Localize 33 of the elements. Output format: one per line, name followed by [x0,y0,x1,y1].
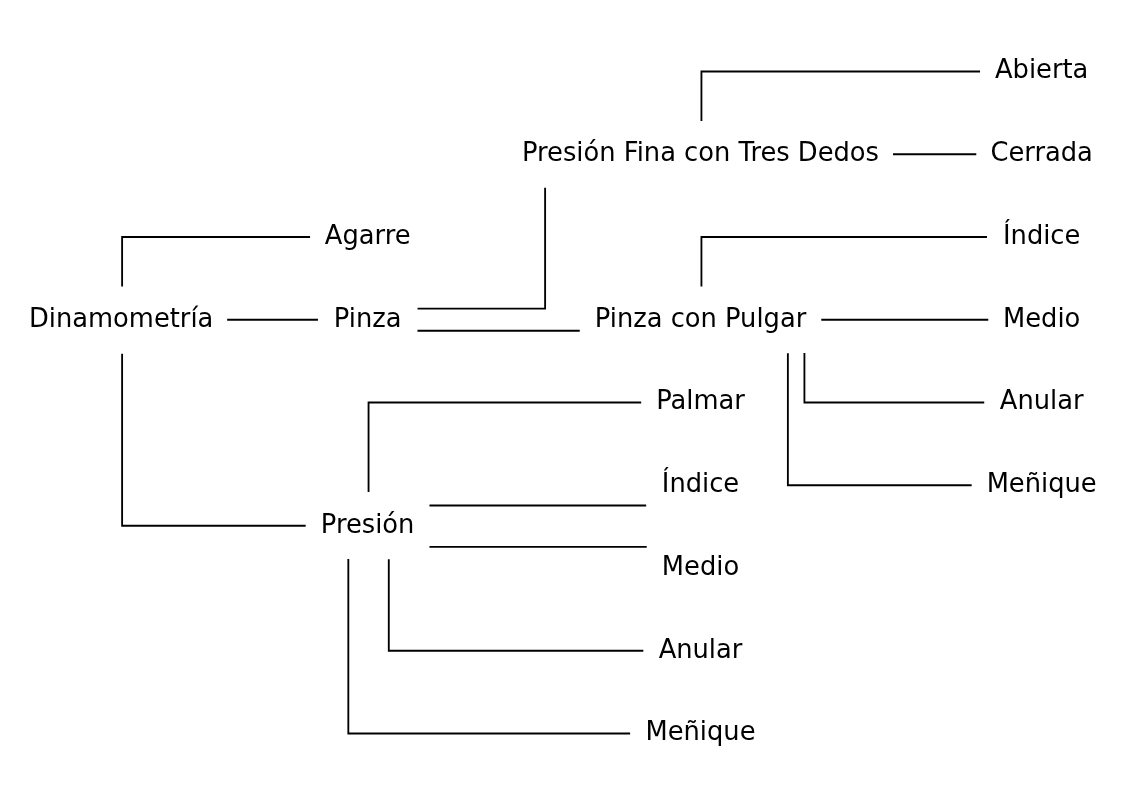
connector [786,351,973,486]
connector [700,235,988,287]
connector [428,504,648,506]
node-text: Presión [320,508,415,539]
connector [121,235,311,287]
node-text: Abierta [994,53,1089,84]
node-text: Índice [661,467,740,498]
node-text: Medio [661,550,740,581]
connector [700,70,981,122]
node-text: Medio [1003,302,1081,333]
connector [803,351,986,403]
connector [428,545,648,548]
node-text: Cerrada [990,136,1093,167]
node-text: Pinza con Pulgar [594,302,807,333]
node-text: Pinza [333,302,402,333]
node-text: Anular [658,633,743,664]
node-text: Índice [1002,219,1081,250]
connector [367,401,643,493]
node-text: Palmar [656,384,745,415]
node-text: Presión Fina con Tres Dedos [522,136,879,167]
connector [416,186,547,310]
connector [820,318,990,321]
node-text: Dinamometría [29,302,214,333]
node-text: Meñique [645,715,756,746]
connector [416,329,581,332]
node-text: Agarre [324,219,411,250]
connector [121,352,307,527]
node-text: Anular [999,384,1084,415]
node-text: Meñique [986,467,1097,498]
connector [347,557,631,734]
connector [226,318,319,321]
connector [387,557,645,652]
connector [892,152,978,155]
